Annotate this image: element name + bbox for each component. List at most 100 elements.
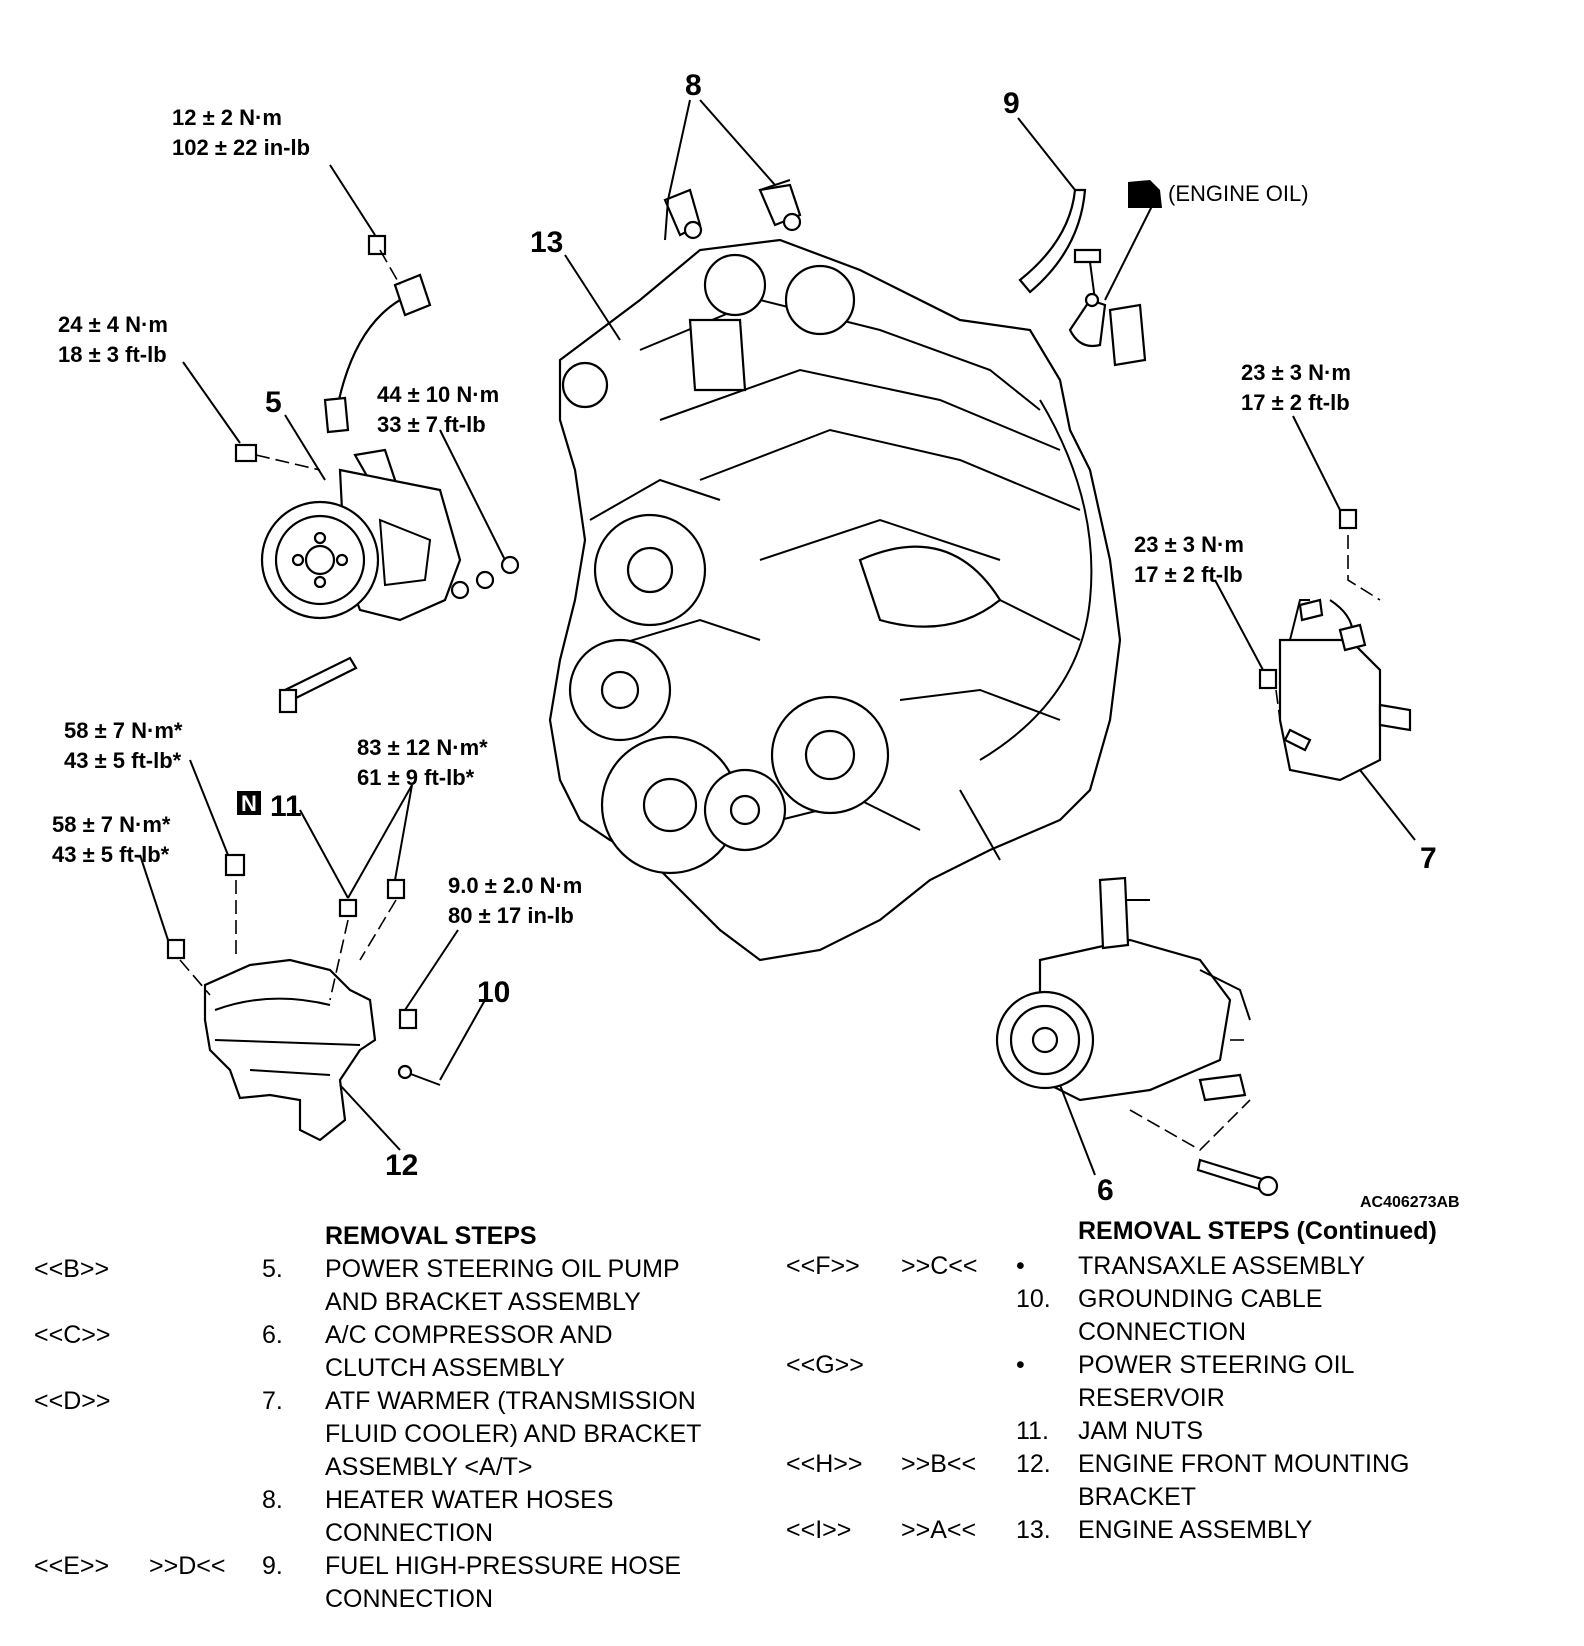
step-text: CONNECTION — [1078, 1318, 1247, 1346]
torque-spec-3: 44 ± 10 N·m 33 ± 7 ft-lb — [377, 382, 499, 437]
step-number: 5. — [262, 1255, 283, 1283]
torque-nm: 44 ± 10 N·m — [377, 382, 499, 407]
ac-compressor-drawing — [995, 876, 1279, 1197]
right-table-heading: REMOVAL STEPS (Continued) — [1078, 1217, 1437, 1245]
step-row: <<G>>•POWER STEERING OIL — [786, 1349, 1576, 1382]
step-row: <<E>>>>D<<9.FUEL HIGH-PRESSURE HOSE — [34, 1550, 754, 1583]
step-row: <<I>> >>A<< 13. ENGINE ASSEMBLY — [786, 1514, 1576, 1547]
torque-nm: 23 ± 3 N·m — [1241, 360, 1351, 385]
torque-spec-9: 9.0 ± 2.0 N·m 80 ± 17 in-lb — [448, 873, 582, 928]
new-part-mark-icon — [237, 791, 261, 815]
torque-spec-4: 23 ± 3 N·m 17 ± 2 ft-lb — [1241, 360, 1351, 415]
removal-code: <<D>> — [34, 1387, 111, 1415]
callout-6: 6 — [1097, 1174, 1114, 1207]
power-steering-pump-drawing — [234, 234, 520, 714]
heater-hoses-drawing — [663, 179, 802, 241]
callout-11: 11 — [270, 790, 302, 823]
step-text: AND BRACKET ASSEMBLY — [325, 1288, 641, 1316]
step-row: CONNECTION — [34, 1517, 754, 1550]
torque-spec-8: 58 ± 7 N·m* 43 ± 5 ft-lb* — [52, 812, 171, 867]
oil-can-icon — [1128, 180, 1162, 208]
step-row: CONNECTION — [786, 1316, 1576, 1349]
leader-lines — [139, 99, 1416, 1176]
step-row: <<D>> 7. ATF WARMER (TRANSMISSION — [34, 1385, 754, 1418]
torque-spec-6: 58 ± 7 N·m* 43 ± 5 ft-lb* — [64, 718, 183, 773]
step-row: FLUID COOLER) AND BRACKET — [34, 1418, 754, 1451]
torque-imperial: 102 ± 22 in-lb — [172, 135, 310, 160]
step-number: • — [1016, 1252, 1025, 1280]
step-number: 8. — [262, 1486, 283, 1514]
install-code: >>A<< — [901, 1516, 977, 1544]
torque-nm: 23 ± 3 N·m — [1134, 532, 1244, 557]
step-row: RESERVOIR — [786, 1382, 1576, 1415]
removal-code: <<B>> — [34, 1255, 110, 1283]
step-text: A/C COMPRESSOR AND — [325, 1321, 613, 1349]
step-row: ASSEMBLY <A/T> — [34, 1451, 754, 1484]
callout-10: 10 — [477, 976, 510, 1009]
torque-imperial: 17 ± 2 ft-lb — [1134, 562, 1243, 587]
removal-code: <<I>> — [786, 1516, 852, 1544]
torque-nm: 83 ± 12 N·m* — [357, 735, 488, 760]
callout-9: 9 — [1003, 87, 1020, 120]
torque-imperial: 17 ± 2 ft-lb — [1241, 390, 1350, 415]
torque-imperial: 43 ± 5 ft-lb* — [64, 748, 182, 773]
atf-warmer-drawing — [1258, 508, 1412, 782]
step-text: BRACKET — [1078, 1483, 1197, 1511]
callout-5: 5 — [265, 386, 282, 419]
step-number: 13. — [1016, 1516, 1051, 1544]
torque-nm: 12 ± 2 N·m — [172, 105, 282, 130]
step-row: AND BRACKET ASSEMBLY — [34, 1286, 754, 1319]
torque-spec-7: 83 ± 12 N·m* 61 ± 9 ft-lb* — [357, 735, 488, 790]
step-text: ENGINE FRONT MOUNTING — [1078, 1450, 1410, 1478]
engine-mount-bracket-drawing — [166, 853, 441, 1142]
torque-nm: 24 ± 4 N·m — [58, 312, 168, 337]
step-row: CLUTCH ASSEMBLY — [34, 1352, 754, 1385]
step-row: 10.GROUNDING CABLE — [786, 1283, 1576, 1316]
install-code: >>D<< — [149, 1552, 226, 1580]
torque-imperial: 43 ± 5 ft-lb* — [52, 842, 170, 867]
torque-nm: 9.0 ± 2.0 N·m — [448, 873, 582, 898]
step-text: FLUID COOLER) AND BRACKET — [325, 1420, 702, 1448]
step-row: <<B>>5.POWER STEERING OIL PUMP — [34, 1253, 754, 1286]
left-table-heading: REMOVAL STEPS — [325, 1222, 537, 1250]
step-text: ENGINE ASSEMBLY — [1078, 1516, 1313, 1544]
step-text: HEATER WATER HOSES — [325, 1486, 614, 1514]
step-text: ASSEMBLY <A/T> — [325, 1453, 533, 1481]
step-number: 9. — [262, 1552, 283, 1580]
engine-assembly-drawing — [548, 238, 1122, 962]
step-text: GROUNDING CABLE — [1078, 1285, 1323, 1313]
new-part-mark-letter: N — [241, 791, 257, 816]
callout-8: 8 — [685, 69, 702, 102]
step-row: <<C>>6.A/C COMPRESSOR AND — [34, 1319, 754, 1352]
step-text: RESERVOIR — [1078, 1384, 1225, 1412]
torque-imperial: 80 ± 17 in-lb — [448, 903, 574, 928]
torque-spec-5: 23 ± 3 N·m 17 ± 2 ft-lb — [1134, 532, 1244, 587]
install-code: >>C<< — [901, 1252, 978, 1280]
step-text: JAM NUTS — [1078, 1417, 1203, 1445]
step-row: 8. HEATER WATER HOSES — [34, 1484, 754, 1517]
step-text: CONNECTION — [325, 1585, 494, 1613]
step-row: 11.JAM NUTS — [786, 1415, 1576, 1448]
removal-code: <<G>> — [786, 1351, 864, 1379]
step-text: FUEL HIGH-PRESSURE HOSE — [325, 1552, 682, 1580]
step-row: CONNECTION — [34, 1583, 754, 1616]
callout-7: 7 — [1420, 842, 1437, 875]
step-text: ATF WARMER (TRANSMISSION — [325, 1387, 696, 1415]
step-number: • — [1016, 1351, 1025, 1379]
callout-12: 12 — [385, 1149, 418, 1182]
torque-nm: 58 ± 7 N·m* — [64, 718, 183, 743]
step-text: CLUTCH ASSEMBLY — [325, 1354, 565, 1382]
step-row: <<H>>>>B<<12.ENGINE FRONT MOUNTING — [786, 1448, 1576, 1481]
figure-code: AC406273AB — [1360, 1194, 1460, 1211]
torque-imperial: 33 ± 7 ft-lb — [377, 412, 486, 437]
removal-code: <<C>> — [34, 1321, 111, 1349]
install-code: >>B<< — [901, 1450, 977, 1478]
step-number: 7. — [262, 1387, 283, 1415]
step-row: <<F>>>>C<<•TRANSAXLE ASSEMBLY — [786, 1250, 1576, 1283]
torque-nm: 58 ± 7 N·m* — [52, 812, 171, 837]
callout-13: 13 — [530, 226, 563, 259]
fuel-hose-drawing — [1018, 188, 1147, 367]
